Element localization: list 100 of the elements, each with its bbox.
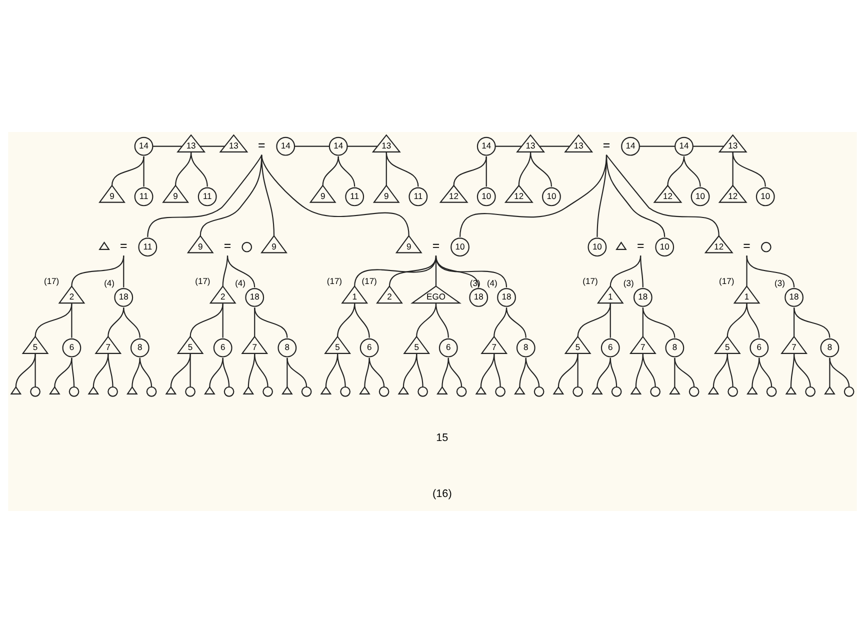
- node-circle: 8: [665, 338, 684, 357]
- node-triangle: [552, 386, 564, 394]
- node-circle: 14: [328, 136, 348, 156]
- connector: [190, 303, 224, 336]
- connector: [261, 154, 410, 236]
- connector: [222, 357, 230, 387]
- connector: [606, 154, 720, 236]
- node-label: (17): [362, 275, 377, 286]
- connector: [494, 354, 501, 386]
- connector: [746, 255, 748, 286]
- connector: [248, 354, 256, 386]
- node-circle: [688, 386, 700, 396]
- connector: [354, 303, 370, 338]
- connector: [286, 357, 288, 386]
- connector: [337, 354, 346, 387]
- connector: [108, 307, 124, 336]
- connector: [519, 357, 526, 386]
- node-triangle: [320, 386, 332, 394]
- connector: [726, 354, 734, 386]
- connector: [577, 303, 611, 336]
- connector: [829, 357, 850, 387]
- node-triangle: [436, 386, 448, 394]
- connector: [435, 255, 480, 287]
- connector: [322, 156, 339, 186]
- node-circle: 10: [450, 237, 470, 256]
- connector: [71, 357, 75, 386]
- connector: [829, 357, 830, 386]
- node-label: (17): [326, 275, 342, 286]
- node-circle: 10: [476, 186, 496, 206]
- connector: [254, 306, 288, 338]
- connector: [746, 303, 760, 338]
- node-label: (17): [195, 275, 210, 286]
- node-circle: [844, 386, 854, 396]
- connector: [368, 357, 385, 387]
- node-label: (3): [774, 278, 785, 288]
- node-circle: [418, 386, 428, 396]
- node-circle: [30, 386, 40, 396]
- node-text: =: [636, 238, 644, 253]
- connector: [640, 255, 644, 287]
- node-circle: [68, 386, 80, 396]
- node-text: =: [258, 138, 266, 152]
- node-circle: [242, 241, 252, 252]
- node-circle: [378, 386, 390, 396]
- node-circle: [766, 386, 777, 396]
- connector: [286, 357, 308, 387]
- connector: [726, 303, 748, 336]
- connector: [386, 152, 419, 186]
- node-triangle: [359, 386, 370, 394]
- connector: [606, 154, 666, 237]
- connector: [448, 357, 462, 387]
- node-circle: 14: [134, 136, 154, 156]
- connector: [530, 152, 552, 186]
- node-triangle: [398, 386, 410, 394]
- connector: [435, 303, 449, 338]
- node-circle: 18: [633, 288, 652, 306]
- node-circle: 8: [278, 338, 297, 357]
- connector: [442, 357, 449, 386]
- node-circle: 14: [674, 136, 694, 156]
- connector: [674, 357, 695, 387]
- node-triangle: [616, 240, 627, 250]
- node-triangle: [514, 386, 526, 394]
- connector: [108, 354, 114, 386]
- node-triangle: [126, 386, 138, 394]
- connector: [123, 255, 124, 287]
- node-circle: 8: [516, 338, 536, 357]
- connector: [132, 357, 140, 387]
- label: 15: [436, 432, 448, 444]
- connector: [190, 354, 191, 386]
- connector: [752, 357, 760, 387]
- node-circle: 6: [360, 338, 379, 357]
- connector: [222, 303, 224, 338]
- node-label: (17): [719, 275, 734, 286]
- connector: [338, 156, 356, 186]
- node-circle: 10: [756, 186, 775, 206]
- node-label: (4): [235, 278, 246, 288]
- connector: [254, 307, 256, 336]
- node-circle: [108, 386, 118, 396]
- node-label: (4): [104, 278, 115, 288]
- connector: [674, 357, 676, 386]
- node-circle: 8: [820, 338, 840, 357]
- node-label: (3): [623, 278, 634, 288]
- connector: [495, 145, 522, 146]
- node-triangle: [88, 386, 100, 394]
- node-triangle: [708, 386, 720, 394]
- connector: [540, 145, 570, 146]
- node-label: (17): [582, 275, 598, 286]
- node-circle: 11: [198, 186, 217, 206]
- connector: [486, 156, 487, 186]
- connector: [794, 307, 795, 336]
- node-circle: [572, 386, 584, 396]
- node-circle: [611, 386, 622, 396]
- node-circle: 11: [138, 237, 158, 256]
- node-triangle: [242, 386, 254, 394]
- connector: [506, 307, 526, 338]
- node-circle: [340, 386, 350, 396]
- node-circle: [805, 386, 816, 396]
- node-triangle: [49, 386, 60, 394]
- node-circle: 14: [621, 136, 640, 156]
- connector: [416, 354, 424, 386]
- connector: [111, 156, 144, 186]
